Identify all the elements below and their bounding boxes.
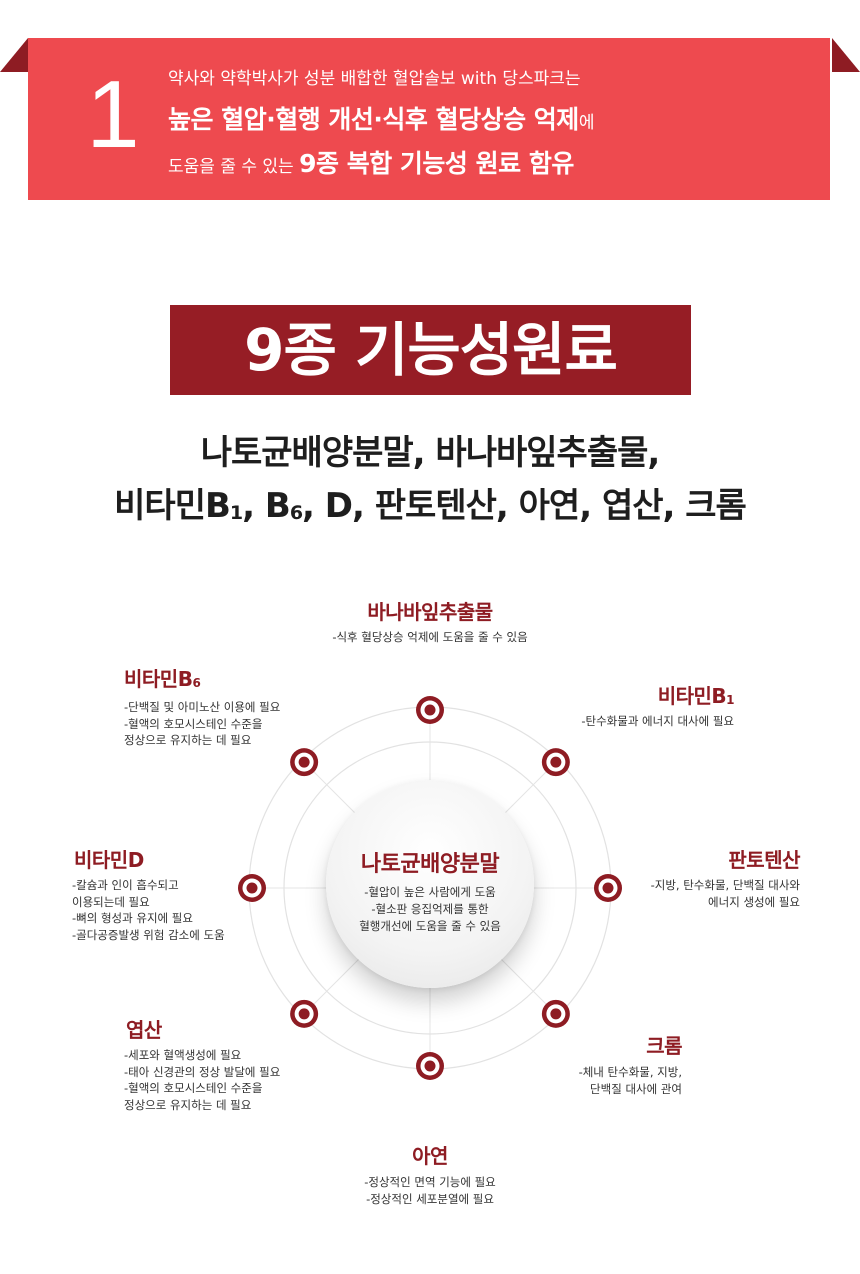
center-description: -혈압이 높은 사람에게 도움 -혈소판 응집억제를 통한 혈행개선에 도움을 … — [326, 884, 534, 935]
ribbon-fold-left — [0, 38, 28, 72]
nutrient-desc-pantothenic-acid: -지방, 탄수화물, 단백질 대사와 에너지 생성에 필요 — [600, 877, 800, 910]
desc-line: -탄수화물과 에너지 대사에 필요 — [581, 714, 734, 728]
desc-line: -칼슘과 인이 흡수되고 — [72, 878, 179, 892]
target-marker-icon — [416, 1052, 444, 1080]
nutrient-desc-vitamin-b6: -단백질 및 아미노산 이용에 필요 -혈액의 호모시스테인 수준을 정상으로 … — [124, 699, 280, 749]
title-text: 비타민B — [657, 684, 727, 708]
nutrient-desc-zinc: -정상적인 면역 기능에 필요 -정상적인 세포분열에 필요 — [280, 1174, 580, 1207]
ing-sub-6: 6 — [289, 502, 303, 524]
title-text: 비타민B — [124, 667, 193, 691]
desc-line: -단백질 및 아미노산 이용에 필요 — [124, 700, 281, 714]
center-desc-line: -혈압이 높은 사람에게 도움 — [364, 885, 496, 899]
nutrient-desc-vitamin-d: -칼슘과 인이 흡수되고 이용되는데 필요 -뼈의 형성과 유지에 필요 -골다… — [72, 877, 225, 943]
nutrient-title-zinc: 아연 — [412, 1144, 448, 1168]
desc-line: 이용되는데 필요 — [72, 894, 150, 909]
banner-line-2-suffix: 에 — [578, 113, 595, 133]
nutrient-desc-banaba: -식후 혈당상승 억제에 도움을 줄 수 있음 — [230, 629, 630, 646]
nutrient-title-vitamin-b6: 비타민B6 — [124, 663, 201, 692]
banner-line-1: 약사와 약학박사가 성분 배합한 혈압솔보 with 당스파크는 — [168, 69, 581, 89]
center-desc-line: 혈행개선에 도움을 줄 수 있음 — [359, 919, 501, 933]
ribbon-fold-right — [832, 38, 860, 72]
nutrient-desc-vitamin-b1: -탄수화물과 에너지 대사에 필요 — [500, 713, 734, 730]
desc-line: -혈액의 호모시스테인 수준을 — [124, 716, 263, 731]
nutrient-desc-folate: -세포와 혈액생성에 필요 -태아 신경관의 정상 발달에 필요 -혈액의 호모… — [124, 1047, 280, 1113]
desc-line: 정상으로 유지하는 데 필요 — [124, 733, 252, 747]
desc-line: -정상적인 면역 기능에 필요 — [364, 1175, 496, 1189]
banner-line-2: 높은 혈압·혈행 개선·식후 혈당상승 억제에 — [168, 100, 594, 136]
ingredients-line-2: 비타민B1, B6, D, 판토텐산, 아연, 엽산, 크롬 — [0, 478, 860, 527]
nutrient-title-pantothenic-acid: 판토텐산 — [728, 848, 800, 872]
desc-line: 에너지 생성에 필요 — [708, 894, 800, 909]
target-marker-icon — [290, 999, 319, 1028]
banner-number: 1 — [86, 61, 140, 168]
banner-ribbon — [28, 38, 830, 200]
desc-line: 단백질 대사에 관여 — [590, 1081, 682, 1096]
ing-part-a: 비타민B — [114, 486, 231, 526]
desc-line: -혈액의 호모시스테인 수준을 — [124, 1081, 263, 1095]
target-marker-icon — [290, 748, 319, 777]
center-desc-line: -혈소판 응집억제를 통한 — [371, 902, 489, 916]
target-marker-icon — [594, 874, 622, 902]
page-title: 9종 기능성원료 — [170, 305, 691, 395]
banner-line-3-bold: 9종 복합 기능성 원료 함유 — [299, 149, 574, 178]
desc-line: -식후 혈당상승 억제에 도움을 줄 수 있음 — [332, 630, 528, 644]
nutrient-title-vitamin-d: 비타민D — [74, 848, 144, 872]
desc-line: -체내 탄수화물, 지방, — [578, 1065, 682, 1079]
nutrient-desc-chromium: -체내 탄수화물, 지방, 단백질 대사에 관여 — [520, 1064, 682, 1097]
ingredients-line-1: 나토균배양분말, 바나바잎추출물, — [200, 433, 661, 473]
ing-sub-1: 1 — [229, 502, 243, 524]
desc-line: -태아 신경관의 정상 발달에 필요 — [124, 1064, 281, 1079]
desc-line: -지방, 탄수화물, 단백질 대사와 — [650, 878, 800, 892]
desc-line: -세포와 혈액생성에 필요 — [124, 1048, 242, 1062]
target-marker-icon — [541, 748, 570, 777]
target-marker-icon — [238, 874, 266, 902]
title-sub: 1 — [726, 693, 734, 707]
desc-line: 정상으로 유지하는 데 필요 — [124, 1097, 252, 1112]
nutrient-title-vitamin-b1: 비타민B1 — [500, 680, 735, 709]
banner-line-2-bold: 높은 혈압·혈행 개선·식후 혈당상승 억제 — [168, 105, 579, 134]
title-sub: 6 — [192, 676, 201, 690]
nutrient-title-folate: 엽산 — [126, 1018, 162, 1042]
ing-part-c: , D, 판토텐산, 아연, 엽산, 크롬 — [302, 486, 747, 526]
banner-line-3: 도움을 줄 수 있는 9종 복합 기능성 원료 함유 — [168, 144, 574, 180]
nutrient-title-banaba: 바나바잎추출물 — [367, 600, 493, 624]
desc-line: -뼈의 형성과 유지에 필요 — [72, 911, 193, 925]
center-title: 나토균배양분말 — [360, 852, 500, 877]
target-marker-icon — [541, 999, 570, 1028]
target-marker-icon — [416, 696, 444, 724]
ing-part-b: , B — [242, 486, 291, 526]
desc-line: -정상적인 세포분열에 필요 — [366, 1191, 494, 1206]
center-circle — [326, 780, 534, 988]
nutrient-title-chromium: 크롬 — [646, 1034, 682, 1058]
desc-line: -골다공증발생 위험 감소에 도움 — [72, 927, 225, 942]
banner-line-3-prefix: 도움을 줄 수 있는 — [168, 157, 300, 177]
